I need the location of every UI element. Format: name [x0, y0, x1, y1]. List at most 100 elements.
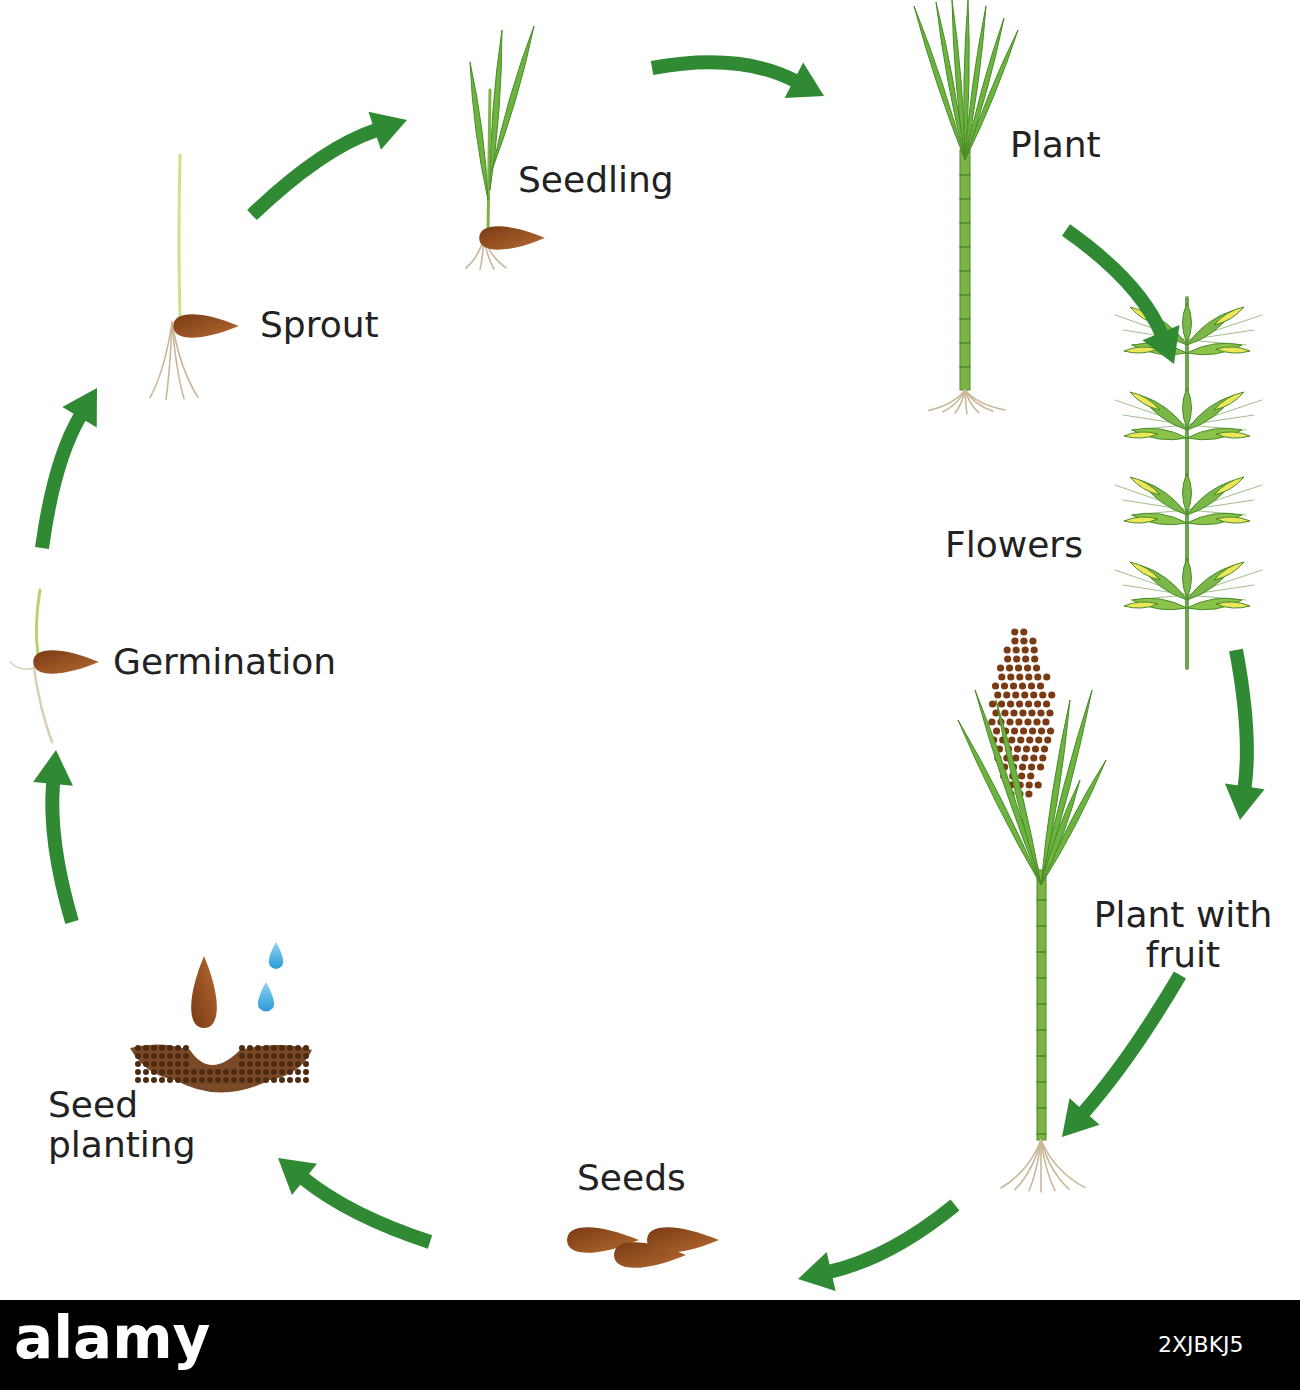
grain [1042, 718, 1049, 725]
stem-node [1037, 1133, 1046, 1135]
arrow-shaft [303, 1178, 430, 1242]
leaf [1183, 388, 1192, 428]
soil-grain [215, 1069, 221, 1075]
arrow-shaft [1083, 975, 1180, 1113]
grain [1029, 637, 1036, 644]
root [166, 322, 172, 399]
arrow-head [278, 1158, 317, 1195]
leaf [1216, 432, 1250, 438]
grain [1006, 718, 1013, 725]
soil-grain [295, 1045, 301, 1051]
leaf [1124, 432, 1158, 438]
seed-icon [191, 956, 217, 1028]
soil-grain [143, 1061, 149, 1067]
arrow-head [1143, 325, 1180, 364]
grain [1010, 709, 1017, 716]
shoot [36, 590, 40, 655]
stem-node [960, 174, 970, 176]
grain [1004, 646, 1011, 653]
stem-node [1037, 977, 1046, 979]
soil-grain [247, 1061, 253, 1067]
grain [1016, 673, 1023, 680]
soil-grain [207, 1069, 213, 1075]
arrow-shaft [52, 782, 72, 922]
soil-grain [263, 1045, 269, 1051]
soil-grain [295, 1077, 301, 1083]
leaf [470, 62, 488, 200]
leaf [996, 700, 1041, 885]
soil-grain [247, 1045, 253, 1051]
seed-icon [173, 314, 239, 337]
arrow-shaft [42, 415, 81, 548]
grain [1039, 691, 1046, 698]
grain [1021, 754, 1028, 761]
root [965, 390, 1005, 410]
soil-grain [167, 1077, 173, 1083]
grain [1043, 673, 1050, 680]
grain [988, 718, 995, 725]
soil-grain [159, 1077, 165, 1083]
grain [1013, 655, 1020, 662]
grain [1039, 754, 1046, 761]
soil-grain [303, 1053, 309, 1059]
soil-grain [239, 1053, 245, 1059]
soil-grain [263, 1069, 269, 1075]
leaf [1130, 477, 1160, 495]
soil-grain [151, 1045, 157, 1051]
grain [1041, 745, 1048, 752]
grain [1028, 709, 1035, 716]
grain [1006, 664, 1013, 671]
grain [1014, 745, 1021, 752]
cycle-arrow [33, 750, 73, 922]
grain [1031, 655, 1038, 662]
soil-grain [271, 1045, 277, 1051]
soil-grain [231, 1069, 237, 1075]
soil-grain [247, 1069, 253, 1075]
grain [1020, 637, 1027, 644]
soil-grain [175, 1053, 181, 1059]
soil-grain [279, 1061, 285, 1067]
soil-grain [151, 1077, 157, 1083]
leaf [952, 0, 965, 160]
arrow-head [368, 112, 407, 150]
leaf [490, 30, 502, 190]
grain [1026, 781, 1033, 788]
stage-label: Plant [1010, 125, 1101, 165]
grain [1033, 718, 1040, 725]
grain [1011, 628, 1018, 635]
grain [1023, 745, 1030, 752]
arrow-shaft [1236, 650, 1247, 788]
soil-grain [247, 1077, 253, 1083]
soil-grain [135, 1077, 141, 1083]
grain [1031, 646, 1038, 653]
stage-label: Plant with fruit [1072, 895, 1294, 976]
soil-grain [255, 1077, 261, 1083]
leaf [1130, 562, 1160, 580]
grain [1020, 727, 1027, 734]
seed-icon [33, 650, 99, 673]
soil-grain [303, 1045, 309, 1051]
soil-grain [303, 1077, 309, 1083]
soil-grain [151, 1061, 157, 1067]
grain [1025, 790, 1032, 797]
soil-grain [263, 1061, 269, 1067]
cycle-arrow [1066, 230, 1179, 364]
stage-flowers: Flowers [945, 525, 1083, 565]
leaf [1183, 303, 1192, 343]
arrow-head [798, 1252, 836, 1291]
grain [1044, 736, 1051, 743]
watermark-logo: alamy [14, 1304, 210, 1372]
grain [998, 673, 1005, 680]
stage-seedling: Seedling [518, 160, 674, 200]
grain [1004, 655, 1011, 662]
leaf [1214, 392, 1244, 410]
soil-grain [143, 1069, 149, 1075]
soil-grain [287, 1069, 293, 1075]
soil [130, 1044, 312, 1092]
plant-drawings [10, 0, 1262, 1268]
soil-grain [159, 1053, 165, 1059]
grain [1007, 673, 1014, 680]
soil-grain [239, 1061, 245, 1067]
leaf [1041, 690, 1092, 885]
root [1029, 1140, 1041, 1191]
